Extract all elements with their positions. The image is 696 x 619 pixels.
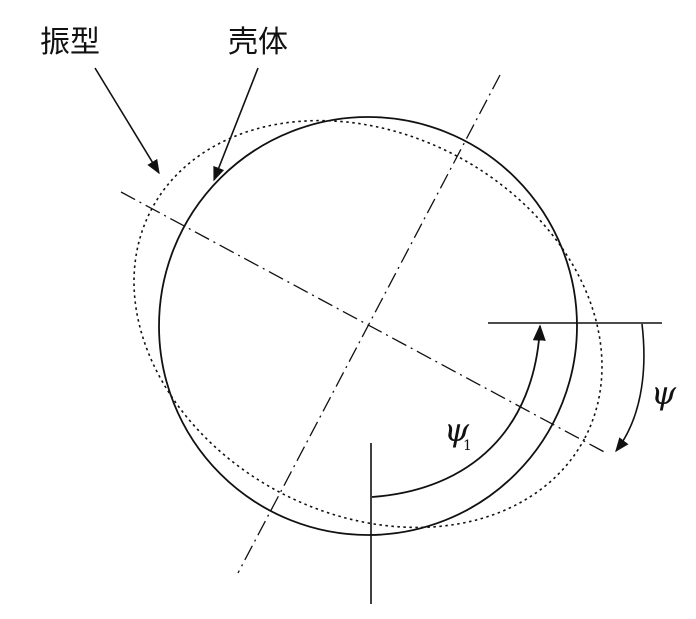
mode-shape-label: 振型 [40,25,100,60]
mode-shape-ellipse [133,119,603,529]
psi1-arc-arrow [371,324,546,498]
shell-circle [158,116,578,536]
psi-label: ψ [651,374,677,412]
shell-label: 壳体 [228,25,288,60]
shell-leader-arrow [213,67,259,182]
psi1-symbol: ψ [444,411,470,449]
axis-line-major [120,191,609,455]
mode-shape-leader-arrow [94,67,160,175]
psi-arc-arrow [615,323,645,453]
psi1-label: ψ 1 [444,411,472,454]
axis-line-minor [237,74,501,574]
psi1-subscript: 1 [463,438,472,454]
